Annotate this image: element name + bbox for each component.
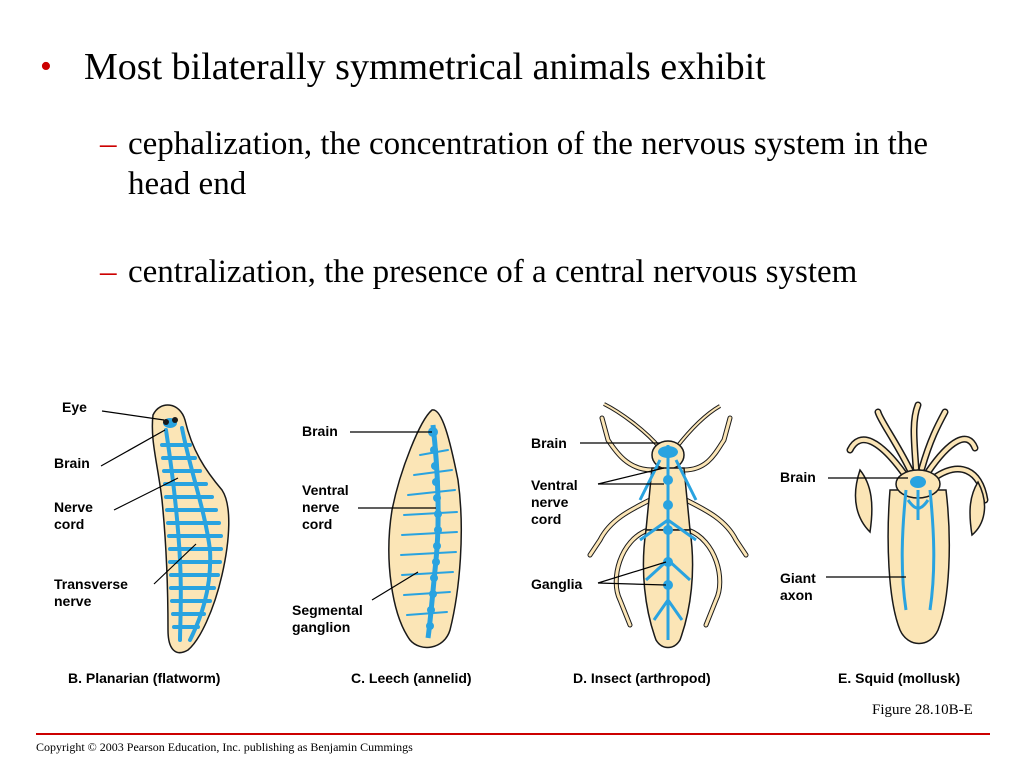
leech-illustration — [388, 409, 463, 649]
label-leader-lines — [100, 410, 908, 601]
figure-number: Figure 28.10B-E — [872, 702, 973, 718]
bullet-dot-icon: • — [40, 48, 52, 85]
insect-illustration — [587, 402, 749, 649]
insect-ventral-nerve-cord-label: Ventral nerve cord — [531, 477, 578, 527]
main-bullet-text: Most bilaterally symmetrical animals exh… — [84, 46, 766, 88]
leech-segmental-ganglion-label: Segmental ganglion — [292, 602, 363, 635]
squid-brain-label: Brain — [780, 469, 816, 485]
planarian-illustration — [151, 404, 230, 654]
planarian-transverse-nerve-label: Transverse nerve — [54, 576, 128, 609]
footer-divider — [36, 733, 990, 735]
squid-giant-axon-label: Giant axon — [780, 570, 816, 603]
dash-icon: – — [100, 126, 117, 162]
planarian-nerve-cord-label: Nerve cord — [54, 499, 93, 532]
planarian-caption: B. Planarian (flatworm) — [68, 670, 221, 686]
sub-bullet-text: centralization, the presence of a centra… — [128, 254, 858, 290]
leech-body — [388, 409, 463, 649]
planarian-eye — [163, 419, 169, 425]
squid-caption: E. Squid (mollusk) — [838, 670, 961, 686]
insect-brain-label: Brain — [531, 435, 567, 451]
planarian-eye-label: Eye — [62, 399, 87, 415]
insect-ganglia-label: Ganglia — [531, 576, 583, 592]
dash-icon: – — [100, 254, 117, 290]
copyright-notice: Copyright © 2003 Pearson Education, Inc.… — [36, 740, 413, 754]
squid-illustration — [846, 401, 989, 645]
leech-brain-label: Brain — [302, 423, 338, 439]
insect-caption: D. Insect (arthropod) — [573, 670, 711, 686]
leech-caption: C. Leech (annelid) — [351, 670, 472, 686]
leech-ventral-nerve-cord-label: Ventral nerve cord — [302, 482, 349, 532]
planarian-brain-label: Brain — [54, 455, 90, 471]
sub-bullet-text: cephalization, the concentration of the … — [128, 126, 928, 202]
